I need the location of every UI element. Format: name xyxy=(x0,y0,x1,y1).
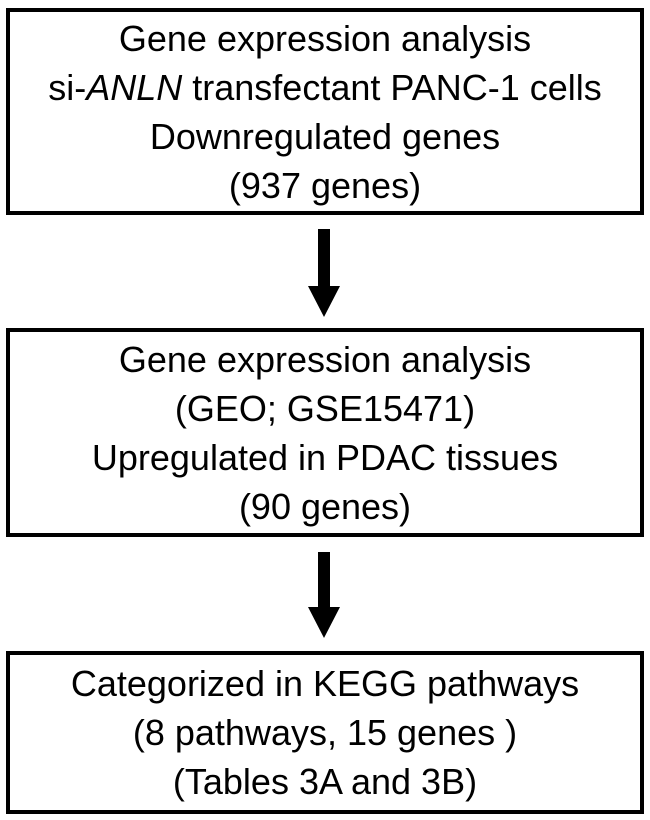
down-arrow-2 xyxy=(308,552,340,638)
down-arrow-2-head xyxy=(308,607,340,638)
box2-line-geo-accession: (GEO; GSE15471) xyxy=(174,387,476,429)
box2-line-gene-count: (90 genes) xyxy=(238,485,412,527)
box2-line-title: Gene expression analysis xyxy=(118,338,532,380)
flow-box-downregulated-genes: Gene expression analysis si-ANLN transfe… xyxy=(6,8,644,215)
box3-line-title: Categorized in KEGG pathways xyxy=(70,663,580,704)
down-arrow-1 xyxy=(308,229,340,317)
box3-line-table-reference: (Tables 3A and 3B) xyxy=(172,761,478,802)
flow-box-upregulated-pdac: Gene expression analysis (GEO; GSE15471)… xyxy=(6,328,644,537)
box1-line-downregulated: Downregulated genes xyxy=(149,115,501,157)
down-arrow-1-shaft xyxy=(318,229,330,286)
down-arrow-2-shaft xyxy=(318,552,330,607)
box3-line-pathway-gene-count: (8 pathways, 15 genes ) xyxy=(132,712,518,753)
box1-line-transfectant: si-ANLN transfectant PANC-1 cells xyxy=(48,63,602,112)
box2-line-upregulated: Upregulated in PDAC tissues xyxy=(91,436,559,478)
box1-line-gene-count: (937 genes) xyxy=(228,164,422,206)
down-arrow-1-head xyxy=(308,286,340,317)
box1-gene-symbol-anln: ANLN xyxy=(86,66,183,108)
flow-box-kegg-pathways: Categorized in KEGG pathways (8 pathways… xyxy=(6,651,644,814)
box1-transfectant-suffix: transfectant PANC-1 cells xyxy=(182,66,602,108)
box1-line-title: Gene expression analysis xyxy=(118,17,532,59)
box1-si-prefix: si- xyxy=(48,66,87,108)
